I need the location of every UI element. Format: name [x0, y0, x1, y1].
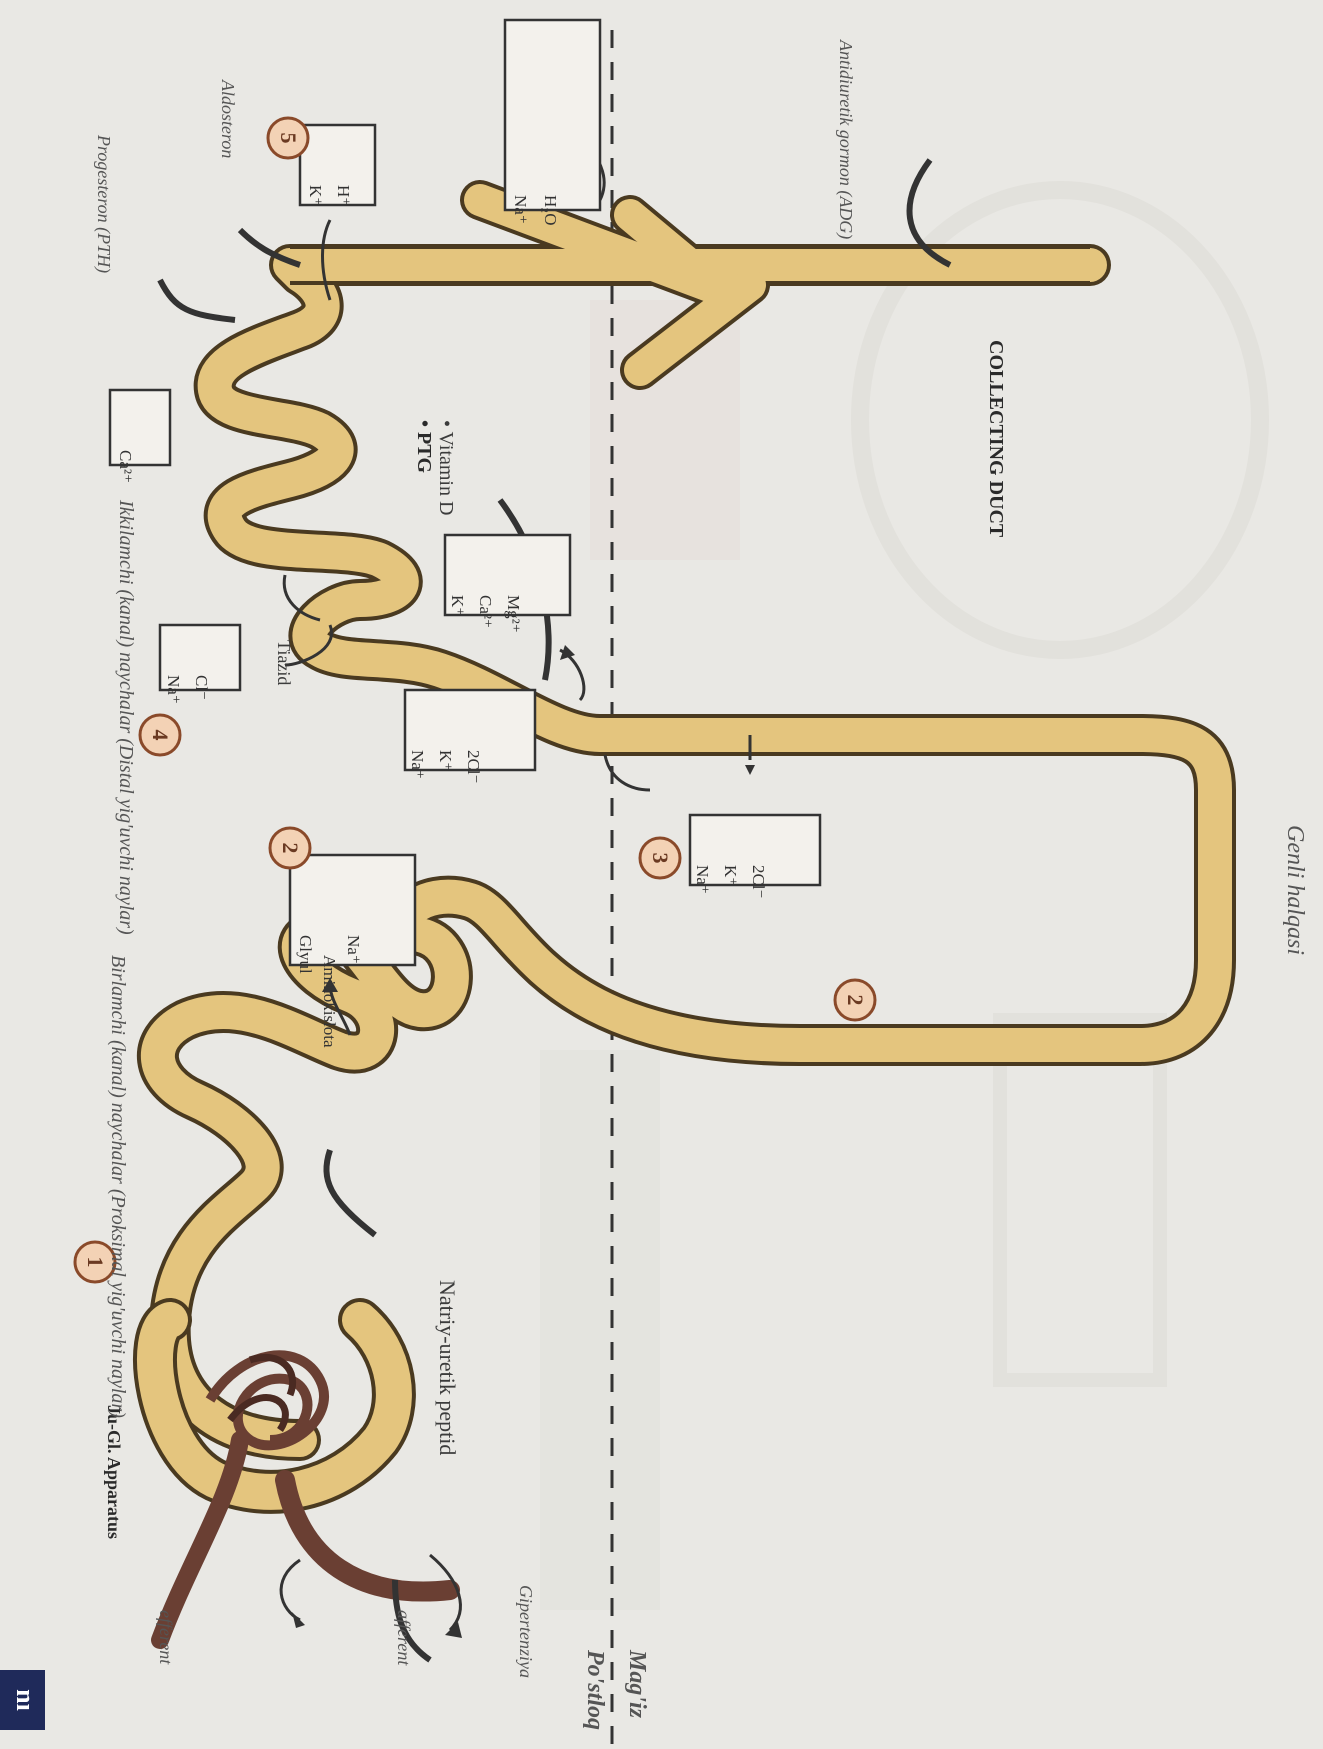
box-distal-nacl-line-1: Na⁺ — [164, 675, 183, 704]
distal-label: Ikkilamchi (kanal) naychalar (Distal yig… — [115, 499, 137, 935]
aldosterone-label: Aldosteron — [218, 79, 238, 158]
step-4: 4 — [148, 730, 173, 741]
step-2b: 2 — [843, 995, 868, 1006]
adh-label: Antidiuretik gormon (ADG) — [835, 39, 856, 239]
box-kh-line-1: K⁺ — [306, 185, 325, 206]
arrow-heads — [292, 645, 755, 1638]
box-loop-desc-line-1: Na⁺ — [693, 865, 712, 894]
box-loop-desc-line-3: 2Cl⁻ — [749, 865, 768, 899]
box-distal-ions-line-2: Ca²⁺ — [476, 595, 495, 628]
natriuretic-label: Natriy-uretik peptid — [435, 1280, 460, 1455]
box-water-line-2: H₂O — [541, 195, 560, 225]
box-ca-line-1: Ca²⁺ — [116, 450, 135, 483]
box-loop-asc-line-1: Na⁺ — [408, 750, 427, 779]
corner-badge: nı — [11, 1689, 40, 1711]
zone-cortex-label: Po'stloq — [582, 1649, 608, 1730]
hypertension-label: Gipertenziya — [516, 1585, 536, 1678]
box-distal-ions-line-3: Mg²⁺ — [504, 595, 523, 633]
jg-apparatus-label: Ju-Gl. Apparatus — [104, 1405, 124, 1539]
collecting-duct-label: COLLECTING DUCT — [985, 340, 1007, 538]
vitamin-d-label: • Vitamin D — [435, 420, 457, 515]
box-loop-asc-line-2: K⁺ — [436, 750, 455, 771]
box-loop-desc-line-2: K⁺ — [721, 865, 740, 886]
loop-label: Genli halqasi — [1282, 825, 1308, 955]
collecting-duct — [290, 200, 1090, 370]
efferent-label: efferent — [156, 1610, 176, 1665]
box-kh-line-2: H⁺ — [334, 185, 353, 206]
progesterone-label: Progesteron (PTH) — [93, 134, 114, 273]
tiazid-label: Tiazid — [274, 640, 294, 685]
box-distal-ions-line-1: K⁺ — [448, 595, 467, 616]
pth-label: • PTG — [413, 420, 435, 474]
step-5: 5 — [276, 133, 301, 144]
box-proximal-line-3: Na⁺ — [344, 935, 363, 964]
zone-medulla-label: Mag'iz — [624, 1649, 650, 1719]
step-1: 1 — [83, 1257, 108, 1268]
afferent-label: afferent — [394, 1610, 414, 1666]
proximal-label: Birlamchi (kanal) naychalar (Proksimal y… — [107, 955, 129, 1418]
box-proximal-line-1: Glyul — [296, 935, 315, 974]
step-2a: 2 — [278, 843, 303, 854]
box-loop-asc-line-3: 2Cl⁻ — [464, 750, 483, 784]
step-3: 3 — [648, 853, 673, 864]
box-proximal-line-2: Aminokislota — [320, 955, 339, 1048]
box-distal-nacl-line-2: Cl⁻ — [192, 675, 211, 700]
box-water-line-1: Na⁺ — [511, 195, 530, 224]
background-ghost — [540, 190, 1260, 1610]
